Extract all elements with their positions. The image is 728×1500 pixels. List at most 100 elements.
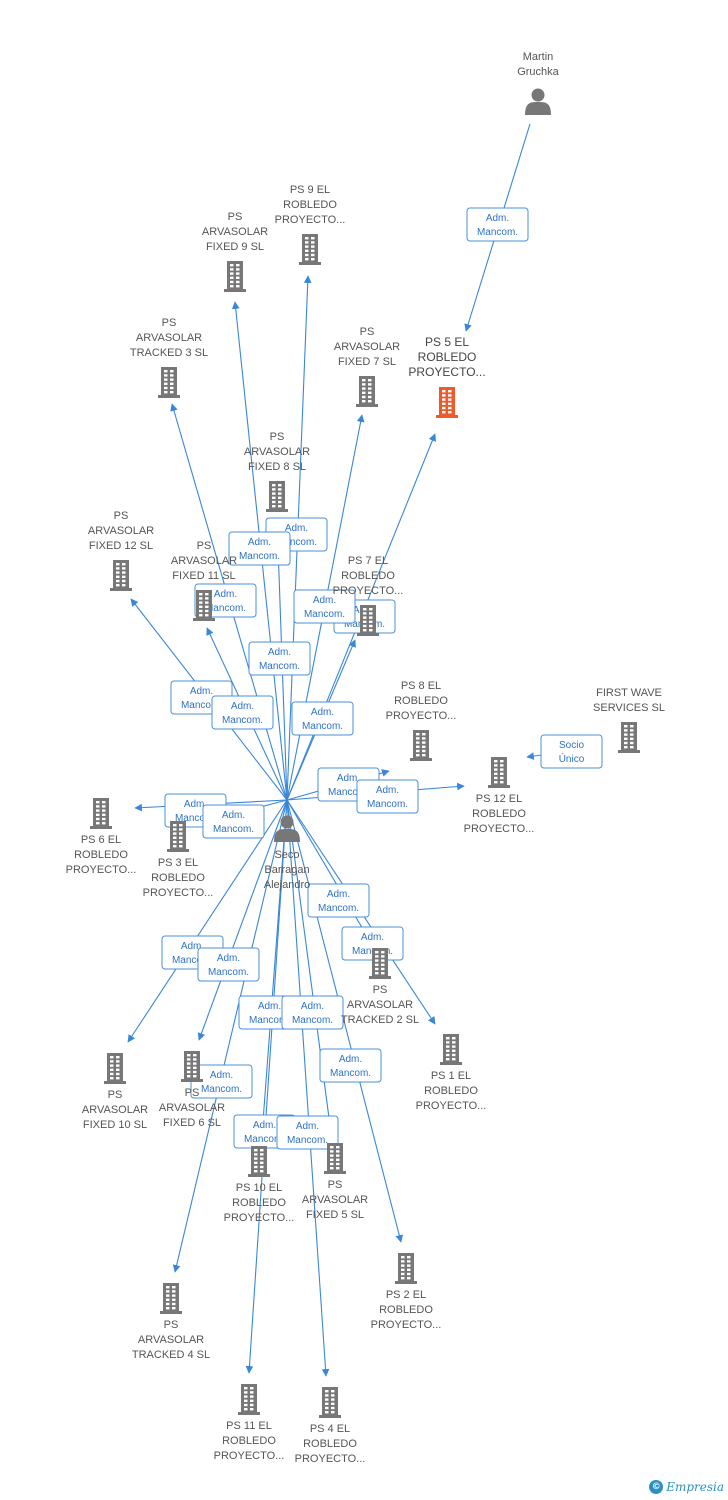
node-label: ROBLEDO: [151, 872, 205, 884]
building-icon: [369, 948, 391, 979]
edge-label-box: [356, 779, 419, 814]
building-icon: [488, 757, 510, 788]
node-ps7[interactable]: PS 7 ELROBLEDOPROYECTO...: [333, 555, 404, 636]
node-label: PS: [228, 211, 243, 223]
edge-label-seco-arvt2[interactable]: Adm.Mancom.: [307, 883, 370, 918]
node-ps6[interactable]: PS 6 ELROBLEDOPROYECTO...: [66, 798, 137, 876]
edge-label-text: Mancom.: [181, 700, 222, 711]
node-label: FIXED 7 SL: [338, 356, 396, 368]
node-ps8[interactable]: PS 8 ELROBLEDOPROYECTO...: [386, 680, 457, 761]
node-label: ARVASOLAR: [171, 555, 237, 567]
building-icon: [410, 730, 432, 761]
empresia-logo[interactable]: © Empresia: [649, 1477, 724, 1497]
edge-label-seco-arvf5[interactable]: Adm.Mancom.: [281, 995, 344, 1030]
edge-label-seco-ps5[interactable]: Adm.Mancom.: [293, 589, 356, 624]
edge-label-seco-arvf9[interactable]: Adm.Mancom.: [228, 531, 291, 566]
edge-label-text: Adm.: [486, 213, 509, 224]
node-label: PS 10 EL: [236, 1182, 282, 1194]
edge-seco-ps11: [245, 799, 288, 1374]
building-icon: [158, 367, 180, 398]
edge-label-seco-ps3[interactable]: Adm.Mancom.: [202, 804, 265, 839]
edge-label-text: Adm.: [214, 589, 237, 600]
edge-label-text: Adm.: [311, 707, 334, 718]
node-ps11[interactable]: PS 11 ELROBLEDOPROYECTO...: [214, 1384, 285, 1462]
edge-label-text: Adm.: [253, 1120, 276, 1131]
building-icon: [357, 605, 379, 636]
edge-label-text: Adm.: [296, 1121, 319, 1132]
node-ps9[interactable]: PS 9 ELROBLEDOPROYECTO...: [275, 184, 346, 265]
edge-seco-ps4: [286, 799, 330, 1377]
edge-label-text: Adm.: [301, 1001, 324, 1012]
edge-label-text: Mancom.: [244, 1134, 285, 1145]
node-ps3[interactable]: PS 3 ELROBLEDOPROYECTO...: [143, 821, 214, 899]
building-icon: [248, 1146, 270, 1177]
node-label: PROYECTO...: [386, 710, 457, 722]
edge-label-text: Adm.: [258, 1001, 281, 1012]
edge-label-seco-arvf11[interactable]: Adm.Mancom.: [211, 695, 274, 730]
node-label: ROBLEDO: [472, 808, 526, 820]
edge-label-text: Adm.: [222, 810, 245, 821]
edge-label-text: Adm.: [181, 941, 204, 952]
edge-label-box: [211, 695, 274, 730]
edge-label-martin-ps5[interactable]: Adm.Mancom.: [466, 207, 529, 242]
node-ps10[interactable]: PS 10 ELROBLEDOPROYECTO...: [224, 1146, 295, 1224]
node-label: ROBLEDO: [424, 1085, 478, 1097]
node-label: FIXED 6 SL: [163, 1117, 221, 1129]
edge-label-text: Socio: [559, 740, 584, 751]
node-ps5[interactable]: PS 5 ELROBLEDOPROYECTO...: [408, 335, 486, 418]
node-label: FIXED 9 SL: [206, 241, 264, 253]
edge-label-box: [228, 531, 291, 566]
edge-label-text: Adm.: [231, 701, 254, 712]
node-label: ROBLEDO: [341, 570, 395, 582]
edge-label-text: Adm.: [339, 1054, 362, 1065]
node-label: Gruchka: [517, 66, 559, 78]
edge-label-seco-arvf6[interactable]: Adm.Mancom.: [197, 947, 260, 982]
node-label: ARVASOLAR: [244, 446, 310, 458]
edge-label-seco-ps4[interactable]: Adm. Mancom.: [276, 1115, 339, 1150]
node-ps2[interactable]: PS 2 ELROBLEDOPROYECTO...: [371, 1253, 442, 1331]
node-label: SERVICES SL: [593, 702, 665, 714]
node-label: ROBLEDO: [303, 1438, 357, 1450]
node-label: FIRST WAVE: [596, 687, 662, 699]
edge-label-seco-ps12[interactable]: Adm.Mancom.: [356, 779, 419, 814]
node-label: ROBLEDO: [418, 350, 477, 364]
building-icon: [395, 1253, 417, 1284]
node-label: Barragan: [264, 864, 309, 876]
node-ps4[interactable]: PS 4 ELROBLEDOPROYECTO...: [295, 1387, 366, 1465]
edges-layer: [127, 123, 593, 1377]
building-icon: [299, 234, 321, 265]
node-label: ROBLEDO: [222, 1435, 276, 1447]
edge-label-seco-ps7[interactable]: Adm.Mancom.: [291, 701, 354, 736]
edge-label-seco-arvf8[interactable]: Adm.Mancom.: [248, 641, 311, 676]
edge-label-text: Mancom.: [259, 661, 300, 672]
edge-label-text: Mancom.: [287, 1135, 328, 1146]
node-label: PROYECTO...: [408, 365, 485, 379]
node-label: TRACKED 3 SL: [130, 347, 208, 359]
edge-label-box: [276, 1115, 339, 1150]
node-firstwave[interactable]: FIRST WAVE SERVICES SL: [593, 687, 665, 753]
edge-label-text: Mancom.: [330, 1068, 371, 1079]
node-ps12[interactable]: PS 12 ELROBLEDOPROYECTO...: [464, 757, 535, 835]
node-ps1[interactable]: PS 1 ELROBLEDOPROYECTO...: [416, 1034, 487, 1112]
edge-label-text: Mancom.: [172, 955, 213, 966]
node-label: PROYECTO...: [333, 585, 404, 597]
node-label: ARVASOLAR: [159, 1102, 225, 1114]
edge-label-seco-ps2[interactable]: Adm. Mancom.: [319, 1048, 382, 1083]
building-icon: [618, 722, 640, 753]
edge-seco-arvf10: [127, 799, 288, 1043]
